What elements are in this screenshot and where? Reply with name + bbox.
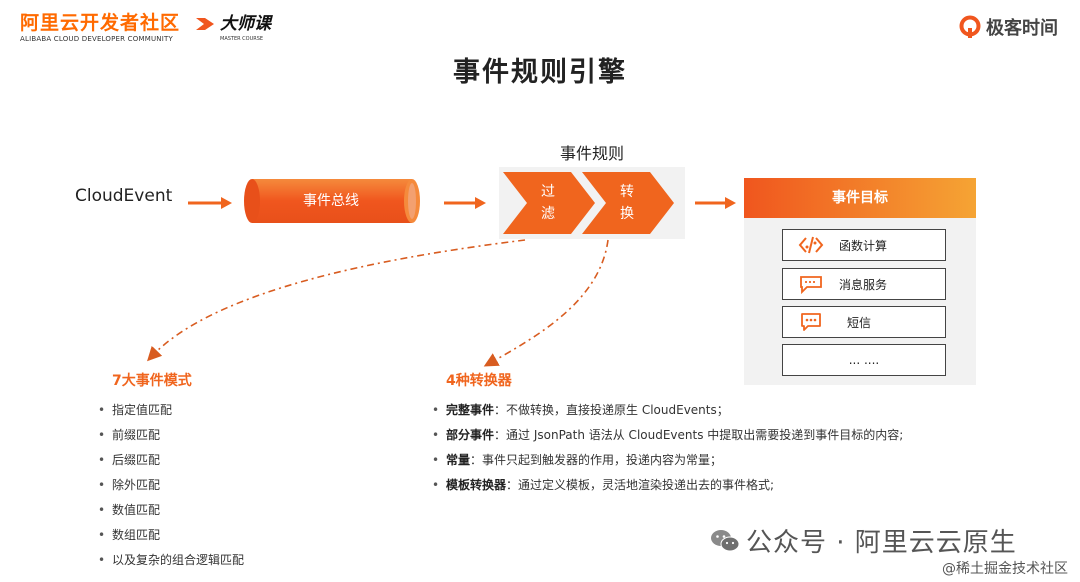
alibaba-cloud-logo-en: ALIBABA CLOUD DEVELOPER COMMUNITY (20, 35, 173, 43)
list-item: 前缀匹配 (98, 423, 244, 448)
target-label: 消息服务 (839, 277, 888, 292)
list-item: 部分事件：通过 JsonPath 语法从 CloudEvents 中提取出需要投… (432, 423, 903, 448)
transformer-desc: ：事件只起到触发器的作用，投递内容为常量； (470, 453, 723, 467)
arrow-rules-to-target (695, 197, 736, 209)
list-item: 数组匹配 (98, 523, 244, 548)
transform-chevron (582, 172, 674, 234)
filter-label: 过 滤 (533, 181, 563, 225)
transform-char-1: 转 (620, 184, 634, 200)
event-bus-cylinder (244, 179, 420, 223)
transform-label: 转 换 (612, 181, 642, 225)
target-label: 函数计算 (839, 238, 888, 253)
slide-title: 事件规则引擎 (453, 57, 627, 88)
filter-char-1: 过 (541, 184, 555, 200)
filter-chevron (503, 172, 595, 234)
arrow-bus-to-rules (444, 197, 486, 209)
filter-char-2: 滤 (541, 206, 555, 222)
transformer-name: 部分事件 (446, 428, 495, 442)
list-item: 模板转换器：通过定义模板，灵活地渲染投递出去的事件格式; (432, 473, 903, 498)
list-item: 除外匹配 (98, 473, 244, 498)
footer-credit: @稀土掘金技术社区 (940, 558, 1070, 578)
transformer-name: 完整事件 (446, 403, 495, 417)
event-rule-label: 事件规则 (559, 144, 624, 163)
target-function-compute: 函数计算 (782, 229, 946, 261)
master-course-text: 大师课 (220, 14, 271, 34)
arrow-source-to-bus (188, 197, 232, 209)
geek-time-text: 极客时间 (986, 18, 1058, 39)
filter-to-patterns-connector (147, 239, 526, 362)
patterns-list: 指定值匹配 前缀匹配 后缀匹配 除外匹配 数值匹配 数组匹配 以及复杂的组合逻辑… (98, 398, 244, 573)
sms-chat-icon (801, 313, 821, 331)
transformer-desc: ：通过定义模板，灵活地渲染投递出去的事件格式; (506, 478, 775, 492)
geek-time-mark-icon (959, 15, 981, 38)
geek-time-logo: 极客时间 (959, 14, 1058, 40)
list-item: 以及复杂的组合逻辑匹配 (98, 548, 244, 573)
transformer-name: 常量 (446, 453, 471, 467)
master-course-sub: MASTER COURSE (220, 36, 264, 42)
target-more: ... .... (782, 344, 946, 376)
alibaba-cloud-logo-cn: 阿里云开发者社区 (20, 12, 181, 34)
transform-to-transformers-connector (483, 239, 609, 367)
list-item: 常量：事件只起到触发器的作用，投递内容为常量； (432, 448, 903, 473)
target-message-service: 消息服务 (782, 268, 946, 300)
transformer-desc: ：通过 JsonPath 语法从 CloudEvents 中提取出需要投递到事件… (494, 428, 904, 442)
target-label: ... .... (848, 353, 880, 367)
list-item: 完整事件：不做转换，直接投递原生 CloudEvents； (432, 398, 903, 423)
event-bus-label: 事件总线 (303, 193, 359, 209)
target-sms: 短信 (782, 306, 946, 338)
message-service-icon (800, 276, 822, 295)
transformers-list: 完整事件：不做转换，直接投递原生 CloudEvents； 部分事件：通过 Js… (432, 398, 903, 498)
source-cloudevent-label: CloudEvent (75, 186, 173, 206)
wechat-icon (711, 529, 740, 551)
transformer-desc: ：不做转换，直接投递原生 CloudEvents； (494, 403, 729, 417)
function-compute-icon (798, 236, 824, 254)
target-label: 短信 (847, 315, 872, 330)
patterns-title: 7大事件模式 (112, 373, 192, 389)
transform-char-2: 换 (620, 206, 634, 222)
list-item: 后缀匹配 (98, 448, 244, 473)
wechat-watermark: 公众号 · 阿里云云原生 (710, 522, 1017, 559)
event-target-header: 事件目标 (744, 178, 976, 218)
master-course-mark-icon (196, 18, 214, 30)
list-item: 数值匹配 (98, 498, 244, 523)
watermark-text: 公众号 · 阿里云云原生 (746, 528, 1017, 558)
list-item: 指定值匹配 (98, 398, 244, 423)
alibaba-cloud-logo: 阿里云开发者社区 ALIBABA CLOUD DEVELOPER COMMUNI… (20, 12, 180, 44)
transformer-name: 模板转换器 (446, 478, 507, 492)
transformers-title: 4种转换器 (446, 373, 512, 389)
master-course-logo: 大师课 MASTER COURSE (196, 14, 271, 42)
